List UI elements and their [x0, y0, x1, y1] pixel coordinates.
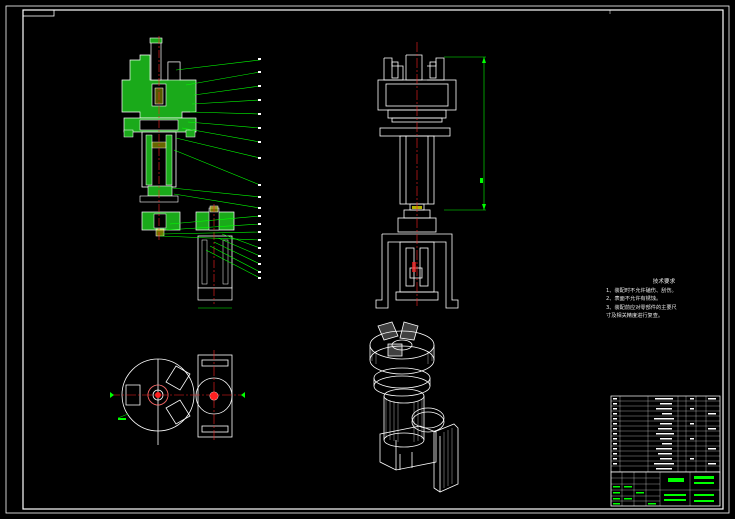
top-view-details: [110, 350, 245, 442]
top-view: [121, 354, 233, 445]
leader-ticks: [258, 58, 261, 279]
requirement-item: 3、装配前应对零部件的主要尺: [606, 304, 677, 311]
title-block: [610, 471, 721, 507]
isometric-view: [369, 321, 459, 493]
requirement-item: 寸及相关精度进行复查。: [606, 312, 664, 319]
technical-requirements: 技术要求 1、装配时不允许磕伤、刮伤。 2、表面不允许有锈蚀。 3、装配前应对零…: [606, 278, 716, 320]
requirement-item: 2、表面不允许有锈蚀。: [606, 296, 662, 303]
technical-requirements-title: 技术要求: [652, 279, 676, 285]
section-view: [121, 36, 235, 309]
requirement-item: 1、装配时不允许磕伤、刮伤。: [606, 288, 677, 295]
front-view-details: [412, 42, 486, 306]
isometric-shading: [371, 349, 453, 488]
parts-list: [610, 395, 721, 473]
sheet-frame: [5, 5, 730, 514]
section-leaders: [159, 59, 261, 279]
